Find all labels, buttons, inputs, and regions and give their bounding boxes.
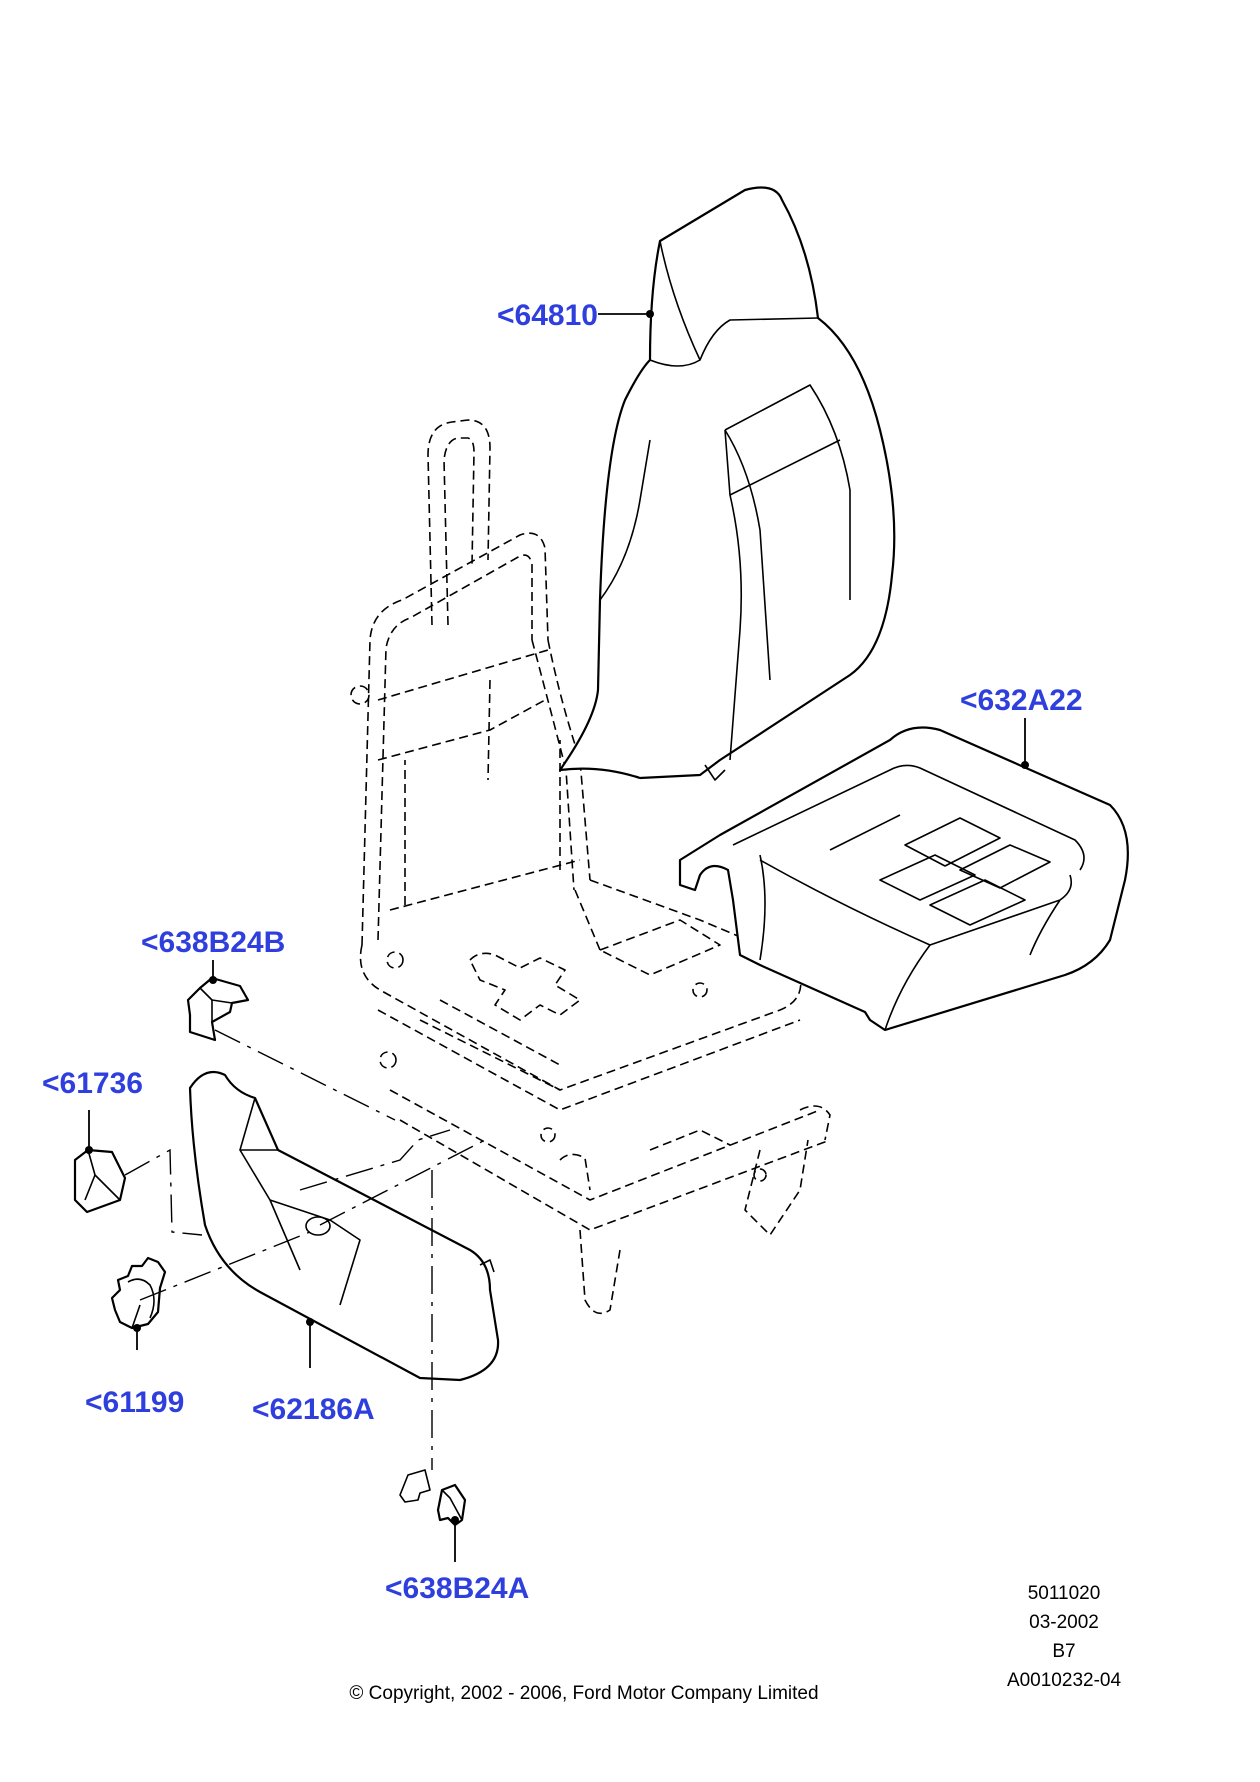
leader-lines xyxy=(85,310,1029,1562)
clip-upper-part[interactable] xyxy=(186,976,250,1042)
callout-handle[interactable]: <61736 xyxy=(42,1067,143,1100)
side-shield-part[interactable] xyxy=(188,1070,500,1382)
callout-clip-lower[interactable]: <638B24A xyxy=(385,1572,529,1605)
drawing-sheet: B7 xyxy=(1052,1641,1075,1662)
callout-clip-upper[interactable]: <638B24B xyxy=(141,926,285,959)
assembly-lines xyxy=(124,1029,486,1470)
backrest-cover-part[interactable] xyxy=(558,186,896,781)
handle-part[interactable] xyxy=(73,1148,127,1214)
clip-lower-part[interactable] xyxy=(399,1469,467,1527)
callout-knob[interactable]: <61199 xyxy=(85,1386,184,1419)
callout-cushion-cover[interactable]: <632A22 xyxy=(960,684,1083,717)
cushion-cover-part[interactable] xyxy=(678,726,1129,1032)
drawing-code: 5011020 xyxy=(1028,1583,1101,1604)
callout-side-shield[interactable]: <62186A xyxy=(252,1393,375,1426)
drawing-reference: A0010232-04 xyxy=(1007,1670,1122,1691)
drawing-date: 03-2002 xyxy=(1029,1612,1099,1633)
callout-headrest-cover[interactable]: <64810 xyxy=(497,299,598,332)
copyright-notice: © Copyright, 2002 - 2006, Ford Motor Com… xyxy=(349,1683,818,1704)
